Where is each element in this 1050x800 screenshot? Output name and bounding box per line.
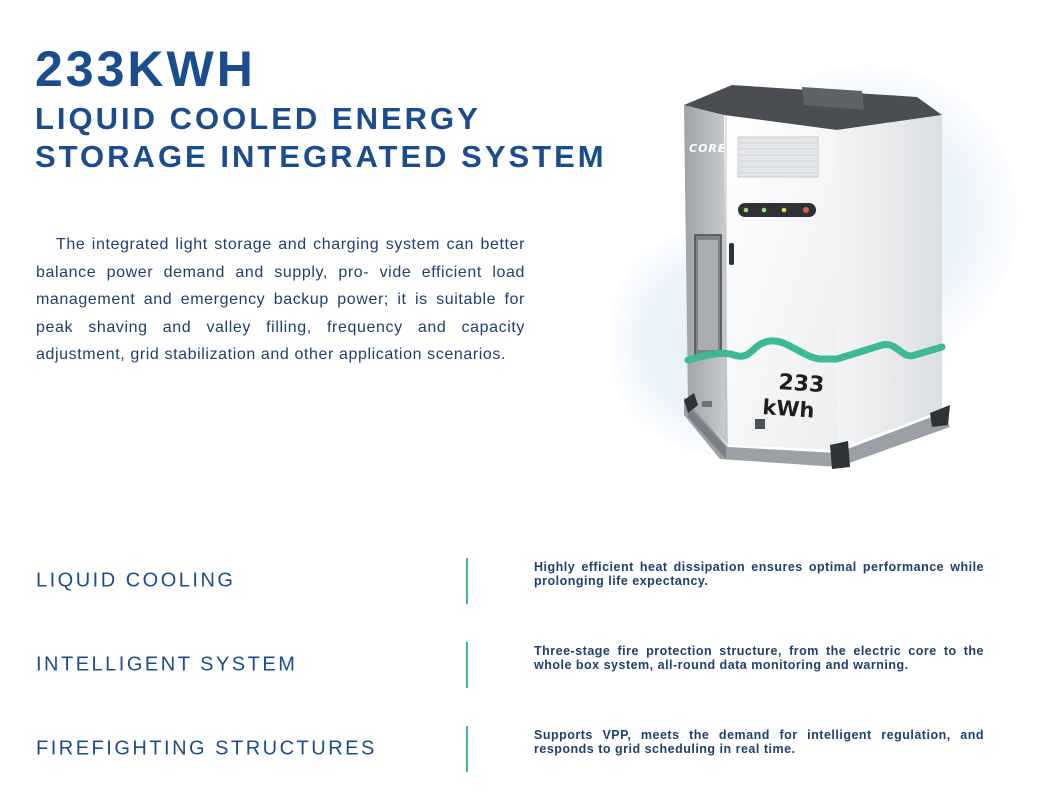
product-description: The integrated light storage and chargin… (36, 236, 525, 363)
capacity-value-label: 233 (778, 370, 826, 398)
feature-separator (466, 642, 468, 688)
feature-separator (466, 726, 468, 772)
cabinet-base (684, 397, 950, 467)
cabinet-foot-right (930, 405, 950, 427)
feature-description: Three-stage fire protection structure, f… (534, 644, 984, 672)
feature-separator (466, 558, 468, 604)
cabinet-right-side (837, 115, 942, 450)
subtitle-line-2: STORAGE INTEGRATED SYSTEM (35, 139, 607, 174)
cabinet-foot-left (684, 393, 698, 413)
cabinet-foot-front (830, 441, 850, 469)
door-vent (737, 136, 819, 178)
indicator-panel (738, 203, 816, 217)
capacity-unit-label: kWh (762, 395, 816, 423)
feature-intelligent-system: INTELLIGENT SYSTEM Three-stage fire prot… (0, 642, 1050, 688)
feature-name: LIQUID COOLING (36, 569, 236, 592)
feature-liquid-cooling: LIQUID COOLING Highly efficient heat dis… (0, 558, 1050, 604)
brand-logo: COREY (689, 142, 735, 155)
capacity-title: 233KWH (35, 41, 256, 97)
teal-accent-wave (684, 337, 946, 364)
product-subtitle: LIQUID COOLED ENERGY STORAGE INTEGRATED … (35, 100, 607, 176)
subtitle-line-1: LIQUID COOLED ENERGY (35, 101, 481, 136)
feature-name: INTELLIGENT SYSTEM (36, 653, 298, 676)
cabinet-front-door (724, 115, 837, 450)
feature-description: Supports VPP, meets the demand for intel… (534, 728, 984, 756)
feature-description: Highly efficient heat dissipation ensure… (534, 560, 984, 588)
feature-name: FIREFIGHTING STRUCTURES (36, 737, 377, 760)
door-handle (729, 243, 734, 265)
product-image: COREY 233 kWh (612, 65, 1017, 469)
feature-firefighting-structures: FIREFIGHTING STRUCTURES Supports VPP, me… (0, 726, 1050, 772)
